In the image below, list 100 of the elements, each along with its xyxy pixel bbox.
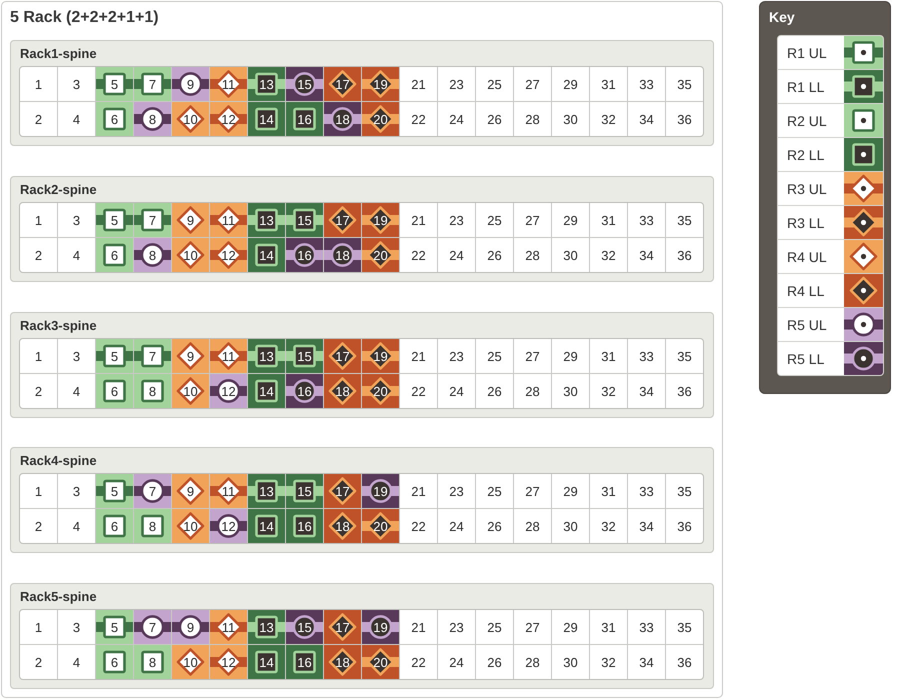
rack-panel — [10, 312, 714, 418]
port-number: 3 — [72, 212, 80, 228]
port-number: 11 — [222, 76, 236, 92]
port-number: 9 — [186, 348, 194, 364]
port-number: 32 — [601, 384, 616, 398]
port-number: 8 — [148, 654, 156, 670]
port-number: 20 — [373, 654, 388, 670]
port-number: 10 — [183, 112, 198, 126]
port-number: 4 — [72, 654, 80, 670]
port-number: 28 — [525, 112, 540, 126]
rack-panel — [10, 447, 714, 553]
port-number: 4 — [72, 112, 80, 126]
port-number: 18 — [335, 654, 350, 670]
port-number: 29 — [563, 76, 578, 92]
port-number: 9 — [186, 620, 194, 634]
port-number: 16 — [297, 654, 312, 670]
port-number: 17 — [335, 76, 350, 92]
port-number: 36 — [677, 654, 692, 670]
port-number: 14 — [259, 248, 274, 262]
port-number: 1 — [34, 212, 42, 228]
legend-label: R4 LL — [787, 282, 824, 298]
port-number: 20 — [373, 384, 388, 398]
port-number: 9 — [186, 76, 194, 92]
port-number: 12 — [221, 248, 236, 262]
port-number: 3 — [72, 620, 80, 634]
port-number: 5 — [110, 620, 118, 634]
port-number: 5 — [110, 484, 118, 498]
port-number: 25 — [487, 76, 502, 92]
port-number: 23 — [449, 484, 464, 498]
port-number: 30 — [563, 112, 578, 126]
port-number: 34 — [639, 654, 654, 670]
port-number: 10 — [183, 518, 198, 534]
port-number: 17 — [335, 484, 350, 498]
port-number: 31 — [601, 620, 616, 634]
port-number: 30 — [563, 248, 578, 262]
port-number: 27 — [525, 76, 540, 92]
legend-label: R1 UL — [787, 44, 827, 60]
port-number: 11 — [222, 212, 236, 228]
port-number: 8 — [148, 518, 156, 534]
legend-label: R3 UL — [787, 180, 827, 196]
port-number: 19 — [373, 76, 388, 92]
port-number: 36 — [677, 112, 692, 126]
port-number: 27 — [525, 212, 540, 228]
port-number: 18 — [335, 384, 350, 398]
port-number: 28 — [525, 654, 540, 670]
port-number: 32 — [601, 654, 616, 670]
port-number: 28 — [525, 384, 540, 398]
panel-heading: Rack2-spine — [20, 182, 97, 198]
port-number: 34 — [639, 248, 654, 262]
port-number: 6 — [110, 518, 118, 534]
port-number: 3 — [72, 484, 80, 498]
port-number: 29 — [563, 348, 578, 364]
port-number: 1 — [34, 348, 42, 364]
port-number: 6 — [110, 384, 118, 398]
port-number: 14 — [259, 654, 274, 670]
port-number: 16 — [297, 518, 312, 534]
legend-label: R3 LL — [787, 214, 824, 230]
port-number: 8 — [148, 248, 156, 262]
port-number: 30 — [563, 384, 578, 398]
port-number: 13 — [259, 212, 274, 228]
port-number: 6 — [110, 112, 118, 126]
port-number: 24 — [449, 248, 464, 262]
port-number: 15 — [297, 212, 312, 228]
panel-heading: Rack1-spine — [20, 46, 97, 62]
port-number: 19 — [373, 348, 388, 364]
port-number: 2 — [34, 518, 42, 534]
panel-heading: Rack5-spine — [20, 589, 97, 605]
port-number: 26 — [487, 384, 502, 398]
port-number: 26 — [487, 518, 502, 534]
port-number: 7 — [148, 348, 156, 364]
port-number: 36 — [677, 384, 692, 398]
port-number: 24 — [449, 384, 464, 398]
port-number: 3 — [72, 76, 80, 92]
port-number: 15 — [297, 76, 312, 92]
port-number: 21 — [411, 348, 426, 364]
port-number: 35 — [677, 620, 692, 634]
port-number: 2 — [34, 112, 42, 126]
port-number: 24 — [449, 112, 464, 126]
port-number: 13 — [259, 620, 274, 634]
port-number: 15 — [297, 348, 312, 364]
port-number: 31 — [601, 484, 616, 498]
port-number: 13 — [259, 76, 274, 92]
port-number: 4 — [72, 518, 80, 534]
port-number: 20 — [373, 112, 388, 126]
port-number: 30 — [563, 654, 578, 670]
legend-label: R2 LL — [787, 146, 824, 162]
port-number: 34 — [639, 518, 654, 534]
port-number: 21 — [411, 620, 426, 634]
port-number: 8 — [148, 384, 156, 398]
port-number: 15 — [297, 620, 312, 634]
port-number: 31 — [601, 348, 616, 364]
port-number: 16 — [297, 384, 312, 398]
port-number: 26 — [487, 654, 502, 670]
port-number: 5 — [110, 76, 118, 92]
rack-panel — [10, 176, 714, 282]
port-number: 19 — [373, 620, 388, 634]
port-number: 12 — [221, 384, 236, 398]
port-number: 22 — [411, 384, 426, 398]
port-number: 27 — [525, 348, 540, 364]
port-number: 32 — [601, 112, 616, 126]
